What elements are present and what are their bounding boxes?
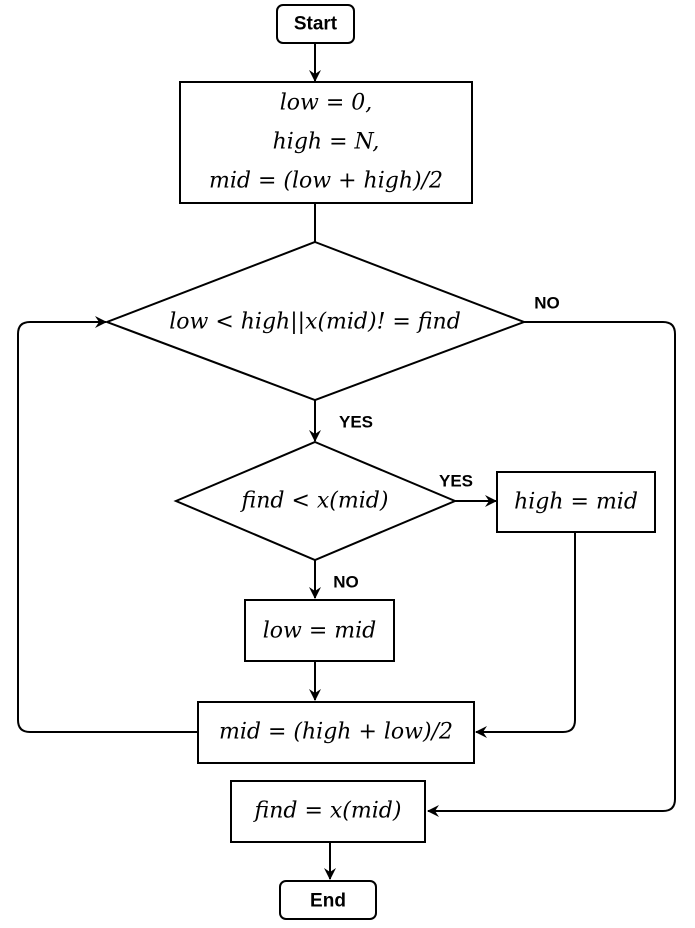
compare-yes-label: YES xyxy=(439,472,473,491)
loop-yes-label: YES xyxy=(339,413,373,432)
init-process-box: low = 0, high = N, mid = (low + high)/2 xyxy=(179,81,473,204)
init-line-3: mid = (low + high)/2 xyxy=(209,169,443,194)
end-label: End xyxy=(310,891,346,912)
compare-no-label: NO xyxy=(333,573,359,592)
loop-condition-label: low < high||x(mid)! = find xyxy=(169,310,461,335)
set-low-box: low = mid xyxy=(244,599,395,662)
result-box: find = x(mid) xyxy=(230,780,426,843)
loop-decision-diamond: low < high||x(mid)! = find xyxy=(104,240,527,402)
update-mid-label: mid = (high + low)/2 xyxy=(219,720,453,745)
compare-condition-label: find < x(mid) xyxy=(240,489,389,514)
compare-decision-diamond: find < x(mid) xyxy=(173,440,458,562)
set-low-label: low = mid xyxy=(263,619,377,644)
end-terminal: End xyxy=(279,880,377,920)
loop-no-label: NO xyxy=(534,294,560,313)
edge-set-high-to-update-mid xyxy=(475,532,576,738)
update-mid-box: mid = (high + low)/2 xyxy=(197,701,475,764)
result-label: find = x(mid) xyxy=(253,799,402,824)
init-line-1: low = 0, xyxy=(280,91,373,116)
edge-loop-no-to-result xyxy=(427,321,676,817)
edge-update-mid-loop-back xyxy=(17,316,198,733)
init-line-2: high = N, xyxy=(273,130,380,155)
start-label: Start xyxy=(294,14,338,35)
set-high-box: high = mid xyxy=(496,471,656,533)
start-terminal: Start xyxy=(276,4,355,44)
set-high-label: high = mid xyxy=(514,490,638,515)
